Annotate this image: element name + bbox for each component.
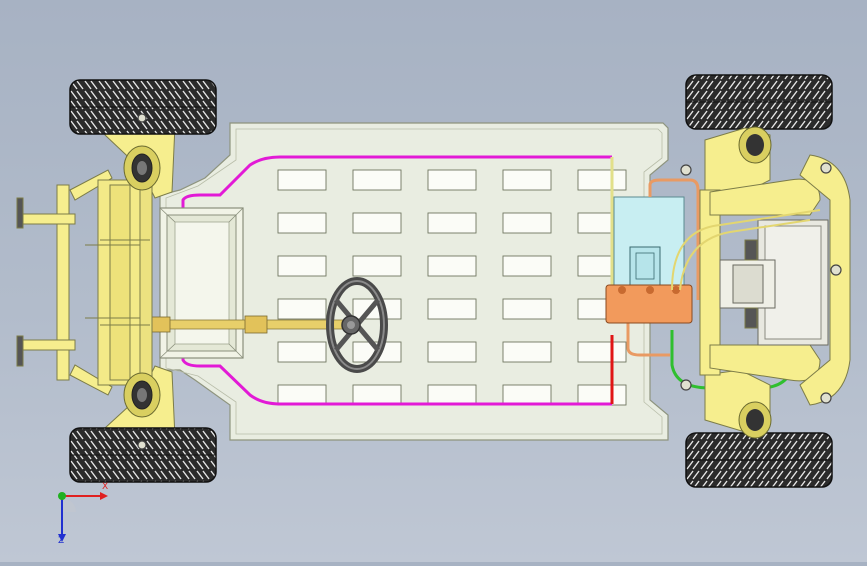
battery-pack[interactable] — [613, 196, 685, 290]
floor-slot — [502, 212, 552, 234]
floor-slot — [277, 255, 327, 277]
steering-wheel[interactable] — [326, 277, 388, 373]
floor-slot — [502, 169, 552, 191]
tire-front-right[interactable] — [69, 427, 217, 483]
tire-rear-right[interactable] — [685, 432, 833, 488]
floor-pan[interactable] — [159, 122, 669, 441]
floor-slot — [277, 298, 327, 320]
tire-front-left[interactable] — [69, 79, 217, 135]
floor-slot — [277, 384, 327, 406]
floor-slot — [277, 169, 327, 191]
floor-slot — [352, 212, 402, 234]
front-spring-upper — [123, 145, 161, 191]
y-axis-origin — [58, 492, 66, 500]
z-axis-label: Z — [58, 536, 65, 546]
fuel-lines — [626, 178, 700, 357]
rear-wiring — [671, 209, 821, 291]
floor-slot — [502, 384, 552, 406]
floor-slot — [427, 341, 477, 363]
axis-triad: X Z — [40, 480, 120, 550]
rear-spring-upper — [738, 126, 772, 164]
floor-slot — [352, 169, 402, 191]
floor-slot — [502, 341, 552, 363]
axis-triad-graphic — [58, 492, 108, 542]
x-axis-label: X — [102, 482, 109, 492]
floor-slot — [427, 384, 477, 406]
floor-slot — [577, 169, 627, 191]
floor-slot — [277, 341, 327, 363]
floor-slot-grid — [277, 169, 627, 406]
tire-rear-left[interactable] — [685, 74, 833, 130]
x-axis-arrowhead — [100, 492, 108, 500]
floor-slot — [577, 341, 627, 363]
floor-slot — [352, 255, 402, 277]
front-spring-lower — [123, 372, 161, 418]
floor-slot — [427, 169, 477, 191]
seat-frame[interactable] — [159, 207, 244, 359]
floor-slot — [427, 255, 477, 277]
z-axis-arrowhead — [58, 534, 66, 542]
mount-bolts — [137, 113, 842, 450]
floor-slot — [577, 384, 627, 406]
floor-slot — [502, 298, 552, 320]
floor-slot — [502, 255, 552, 277]
floor-slot — [277, 212, 327, 234]
floor-slot — [352, 384, 402, 406]
brake-lines — [181, 155, 614, 406]
rear-spring-lower — [738, 401, 772, 439]
floor-slot — [427, 212, 477, 234]
motor-controller[interactable] — [605, 284, 693, 324]
floor-slot — [427, 298, 477, 320]
